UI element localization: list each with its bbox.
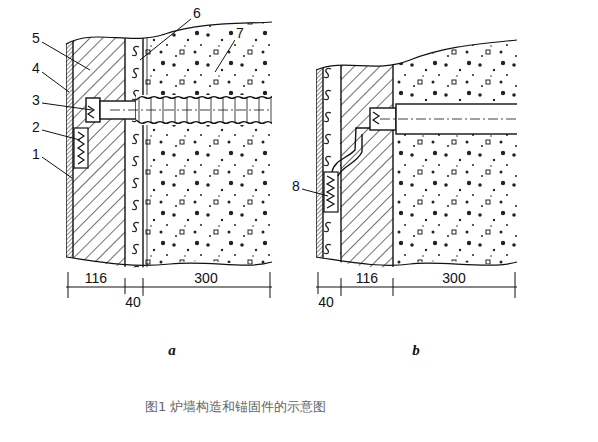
- dimension-text: 300: [193, 270, 218, 286]
- callout-number: 6: [192, 5, 202, 21]
- dimension-text: 40: [124, 294, 142, 310]
- leader-lines: [42, 19, 328, 196]
- callout-number: 5: [31, 30, 41, 46]
- callout-number: 4: [31, 60, 41, 76]
- dimension-text: 116: [84, 270, 108, 286]
- callout-number: 8: [291, 178, 301, 194]
- wall-section-b: [316, 0, 518, 300]
- corrugated-bolt: [136, 95, 274, 100]
- figure-label: b: [411, 342, 421, 359]
- dimension-text: 40: [317, 294, 335, 310]
- callout-number: 3: [31, 92, 41, 108]
- dimension-text: 300: [441, 270, 466, 286]
- callout-number: 2: [31, 119, 41, 135]
- figure-label: a: [167, 342, 177, 359]
- callout-number: 7: [235, 25, 245, 41]
- callout-number: 1: [31, 146, 41, 162]
- wall-section-a: [66, 0, 274, 300]
- corrugated-bolt: [136, 120, 274, 125]
- dimension-text: 116: [355, 270, 379, 286]
- figure-caption: 图1 炉墙构造和锚固件的示意图: [145, 398, 326, 416]
